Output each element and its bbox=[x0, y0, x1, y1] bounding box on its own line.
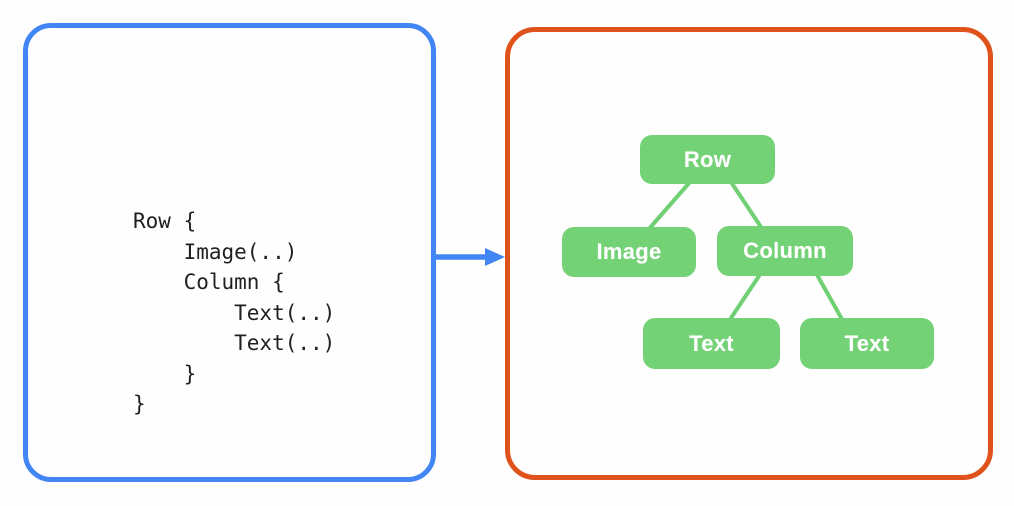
code-block: Row { Image(..) Column { Text(..) Text(.… bbox=[133, 206, 335, 420]
tree-panel: Row Image Column Text Text bbox=[505, 27, 993, 480]
tree-node-column: Column bbox=[717, 226, 853, 276]
code-line: } bbox=[133, 392, 146, 416]
code-line: Row { bbox=[133, 209, 197, 233]
tree-node-text-2: Text bbox=[800, 318, 934, 369]
code-line: } bbox=[133, 361, 197, 386]
code-panel: Row { Image(..) Column { Text(..) Text(.… bbox=[23, 23, 436, 482]
arrow-right-icon bbox=[436, 248, 505, 266]
code-line: Column { bbox=[133, 270, 285, 294]
code-line: Text(..) bbox=[133, 331, 336, 355]
tree-node-image: Image bbox=[562, 227, 696, 277]
code-line: Image(..) bbox=[133, 239, 298, 264]
code-line: Text(..) bbox=[133, 300, 336, 325]
tree-edges bbox=[646, 180, 845, 323]
tree-node-row: Row bbox=[640, 135, 775, 184]
tree-node-text-1: Text bbox=[643, 318, 780, 369]
